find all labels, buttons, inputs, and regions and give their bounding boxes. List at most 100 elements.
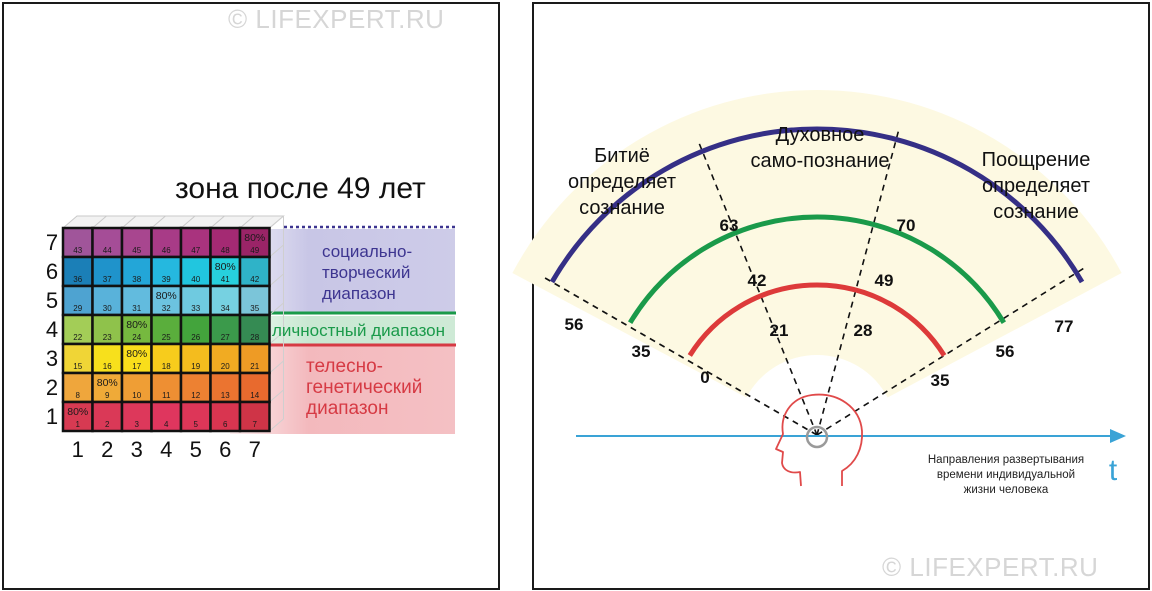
cell-number: 34 — [221, 304, 230, 313]
cell-number: 10 — [132, 391, 141, 400]
row-label: 3 — [46, 346, 58, 371]
cell-number: 7 — [253, 420, 258, 429]
inner-arc-value: 28 — [854, 321, 873, 340]
cell-number: 41 — [221, 275, 230, 284]
personal-range-label: личностный диапазон — [272, 321, 445, 340]
cell-number: 33 — [191, 304, 200, 313]
time-ray — [541, 275, 818, 436]
cell-percent: 80% — [156, 290, 177, 302]
grid-cell — [179, 400, 212, 433]
grid-top-edge — [92, 215, 107, 229]
outer-arc — [549, 126, 1085, 284]
grid-cell — [209, 400, 242, 433]
cell-number: 19 — [191, 362, 200, 371]
middle-arc-value: 35 — [632, 342, 651, 361]
cell-percent: 80% — [126, 348, 147, 360]
cell-number: 39 — [162, 275, 171, 284]
row-label: 6 — [46, 259, 58, 284]
cell-number: 37 — [103, 275, 112, 284]
grid-cell — [150, 400, 183, 433]
cell-number: 27 — [221, 333, 230, 342]
cell-number: 35 — [250, 304, 259, 313]
cell-number: 49 — [250, 246, 259, 255]
column-label: 1 — [72, 437, 84, 462]
cell-number: 9 — [105, 391, 110, 400]
grid-side-edge — [269, 215, 284, 229]
cell-number: 12 — [191, 391, 200, 400]
grid-side-edge — [269, 360, 284, 374]
cell-number: 32 — [162, 304, 171, 313]
cell-number: 22 — [73, 333, 82, 342]
cell-number: 8 — [76, 391, 81, 400]
outer-arc-value: 77 — [1055, 317, 1074, 336]
cell-number: 1 — [76, 420, 81, 429]
grid-cell — [61, 255, 94, 288]
column-label: 2 — [101, 437, 113, 462]
cell-number: 47 — [191, 246, 200, 255]
cell-percent: 80% — [215, 261, 236, 273]
watermark-bottom: © LIFEXPERT.RU — [882, 552, 1099, 582]
row-label: 2 — [46, 375, 58, 400]
grid-cell — [238, 400, 271, 433]
grid-cell — [150, 313, 183, 346]
cell-number: 15 — [73, 362, 82, 371]
cell-number: 14 — [250, 391, 259, 400]
grid-side-edge — [269, 273, 284, 287]
time-ray — [816, 265, 1088, 436]
cell-number: 21 — [250, 362, 259, 371]
cell-number: 48 — [221, 246, 230, 255]
cell-number: 38 — [132, 275, 141, 284]
grid-side-edge — [269, 389, 284, 403]
cell-percent: 80% — [126, 319, 147, 331]
cell-number: 23 — [103, 333, 112, 342]
cell-number: 13 — [221, 391, 230, 400]
left-title: зона после 49 лет — [175, 172, 426, 205]
grid-cell — [61, 226, 94, 259]
cell-number: 43 — [73, 246, 82, 255]
cell-number: 26 — [191, 333, 200, 342]
outer-arc-value: 56 — [565, 315, 584, 334]
grid-cell — [120, 371, 153, 404]
grid-cell — [61, 371, 94, 404]
time-axis-symbol: t — [1109, 454, 1118, 487]
middle-arc-value: 42 — [748, 271, 767, 290]
cell-percent: 80% — [244, 232, 265, 244]
cell-number: 16 — [103, 362, 112, 371]
grid-cell — [150, 342, 183, 375]
inner-arc-value: 35 — [931, 371, 950, 390]
head-icon — [775, 393, 863, 487]
cell-number: 36 — [73, 275, 82, 284]
cell-number: 46 — [162, 246, 171, 255]
grid-side-edge — [269, 244, 284, 258]
cell-number: 29 — [73, 304, 82, 313]
cell-number: 44 — [103, 246, 112, 255]
middle-arc-value: 56 — [996, 342, 1015, 361]
grid-cell — [238, 284, 271, 317]
grid-top-edge — [239, 215, 255, 229]
cell-percent: 80% — [67, 406, 88, 418]
watermark-top: © LIFEXPERT.RU — [228, 4, 445, 34]
grid-side-edge — [269, 302, 284, 316]
outer-arc-value: 63 — [720, 216, 739, 235]
row-label: 1 — [46, 404, 58, 429]
time-axis-arrow — [1110, 429, 1126, 443]
middle-arc-value: 49 — [875, 271, 894, 290]
grid-top-edge — [180, 215, 196, 229]
cell-number: 42 — [250, 275, 259, 284]
cell-number: 20 — [221, 362, 230, 371]
row-label: 4 — [46, 317, 58, 342]
cell-number: 11 — [162, 391, 171, 400]
column-label: 6 — [219, 437, 231, 462]
row-label: 7 — [46, 230, 58, 255]
cell-number: 31 — [132, 304, 141, 313]
cell-number: 5 — [194, 420, 199, 429]
cell-number: 24 — [132, 333, 141, 342]
time-ray — [816, 127, 901, 436]
column-label: 5 — [190, 437, 202, 462]
cell-number: 18 — [162, 362, 171, 371]
cell-number: 17 — [132, 362, 141, 371]
